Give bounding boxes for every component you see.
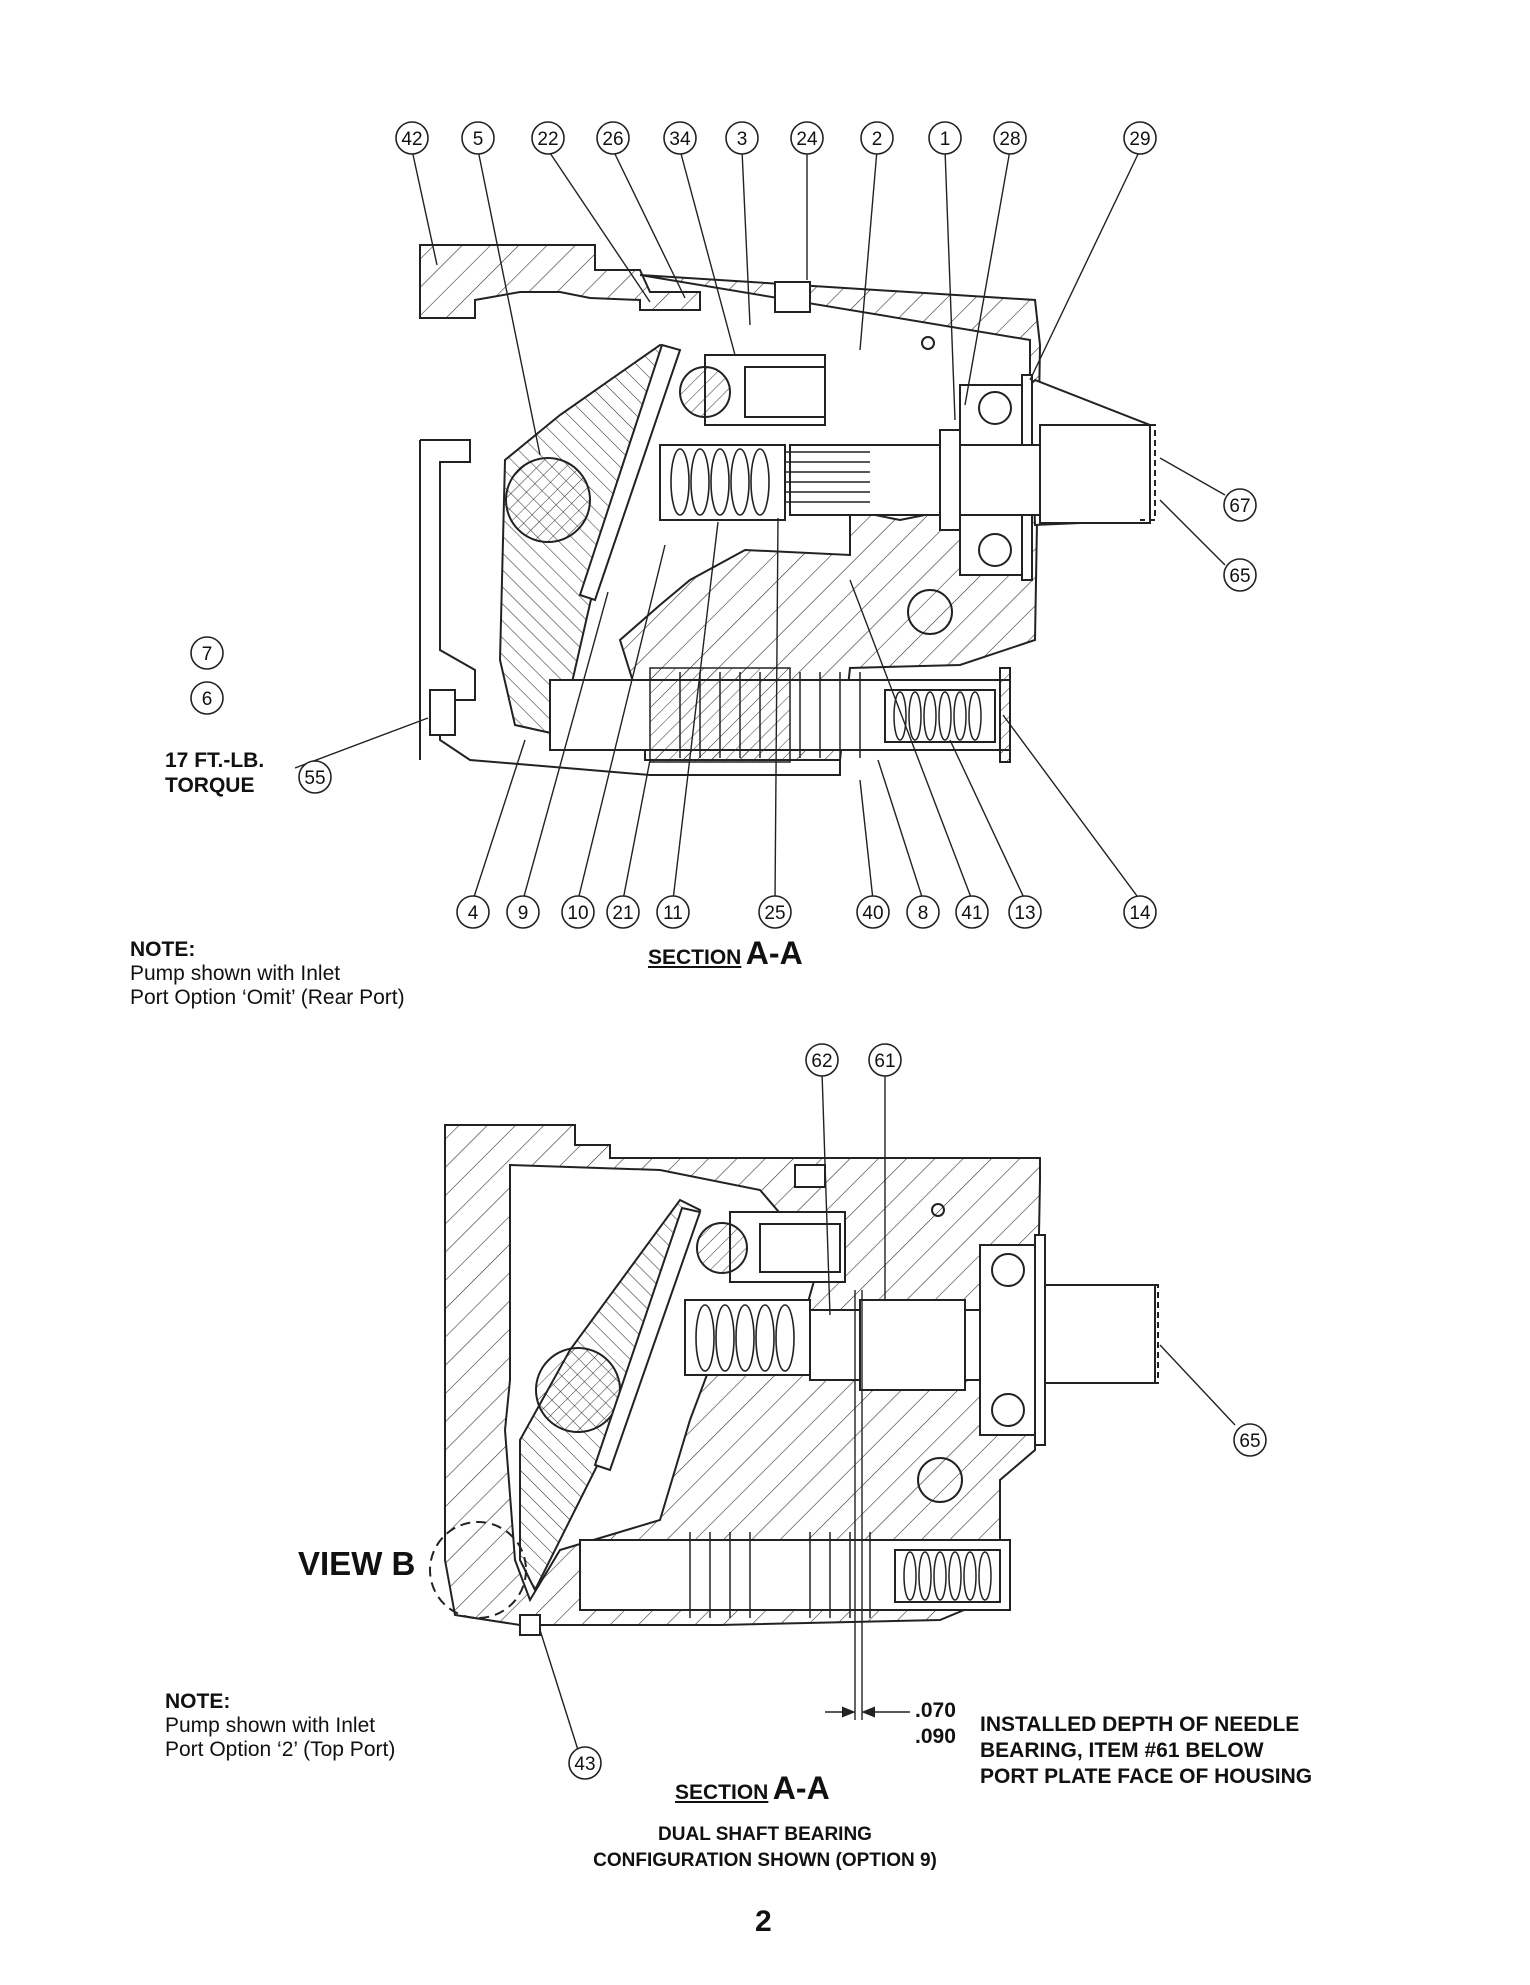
svg-text:10: 10 — [567, 903, 588, 924]
svg-text:65: 65 — [1239, 1431, 1260, 1452]
d2-callout-43: 43 — [568, 1746, 602, 1780]
installed-depth-note: INSTALLED DEPTH OF NEEDLE BEARING, ITEM … — [980, 1712, 1312, 1790]
callouts-diagram-2: 62 61 65 43 — [568, 1043, 1267, 1780]
svg-text:8: 8 — [918, 903, 929, 924]
section-prefix-2: SECTION — [675, 1781, 769, 1804]
d1-callout-5: 5 — [461, 121, 495, 155]
svg-text:22: 22 — [537, 129, 558, 150]
d1-callout-55: 55 — [298, 760, 332, 794]
installed-depth-line-1: INSTALLED DEPTH OF NEEDLE — [980, 1713, 1300, 1736]
d1-callout-65: 65 — [1223, 558, 1257, 592]
d1-callout-4: 4 — [456, 895, 490, 929]
svg-text:41: 41 — [961, 903, 982, 924]
d1-callout-24: 24 — [790, 121, 824, 155]
svg-text:34: 34 — [669, 129, 691, 150]
configuration-note: DUAL SHAFT BEARING CONFIGURATION SHOWN (… — [560, 1822, 970, 1874]
svg-text:21: 21 — [612, 903, 633, 924]
d1-callout-26: 26 — [596, 121, 630, 155]
section-title-1: SECTION A-A — [648, 935, 803, 972]
dimension-values: .070 .090 — [915, 1698, 956, 1750]
installed-depth-line-3: PORT PLATE FACE OF HOUSING — [980, 1765, 1313, 1788]
svg-text:65: 65 — [1229, 566, 1250, 587]
svg-text:2: 2 — [872, 129, 883, 150]
svg-text:9: 9 — [518, 903, 529, 924]
svg-text:43: 43 — [574, 1754, 595, 1775]
section-id-2: A-A — [772, 1770, 830, 1806]
d1-callout-22: 22 — [531, 121, 565, 155]
note-2-line-2: Port Option ‘2’ (Top Port) — [165, 1738, 396, 1761]
torque-line-2: TORQUE — [165, 774, 255, 797]
svg-text:42: 42 — [401, 129, 422, 150]
note-1-line-1: Pump shown with Inlet — [130, 962, 341, 985]
leader-lines-1 — [294, 149, 1226, 901]
d1-callout-28: 28 — [993, 121, 1027, 155]
svg-text:1: 1 — [940, 129, 951, 150]
d1-callout-7: 7 — [190, 636, 224, 670]
svg-text:3: 3 — [737, 129, 748, 150]
d1-callout-21: 21 — [606, 895, 640, 929]
d2-callout-61: 61 — [868, 1043, 902, 1077]
note-1-line-2: Port Option ‘Omit’ (Rear Port) — [130, 986, 405, 1009]
d1-callout-9: 9 — [506, 895, 540, 929]
svg-text:25: 25 — [764, 903, 785, 924]
leader-lines-2 — [539, 1071, 1236, 1751]
svg-text:62: 62 — [811, 1051, 832, 1072]
page-number: 2 — [755, 1905, 772, 1938]
note-1-title: NOTE: — [130, 938, 196, 961]
section-id-1: A-A — [745, 935, 803, 971]
svg-text:7: 7 — [202, 644, 213, 665]
dimension-max: .090 — [915, 1725, 956, 1748]
view-b-label: VIEW B — [298, 1545, 416, 1582]
note-2-line-1: Pump shown with Inlet — [165, 1714, 376, 1737]
config-line-1: DUAL SHAFT BEARING — [658, 1824, 872, 1845]
torque-label: 17 FT.-LB. TORQUE — [165, 748, 264, 798]
svg-text:28: 28 — [999, 129, 1020, 150]
note-2: NOTE: Pump shown with Inlet Port Option … — [165, 1690, 395, 1762]
svg-text:14: 14 — [1129, 903, 1151, 924]
svg-text:6: 6 — [202, 689, 213, 710]
d1-callout-8: 8 — [906, 895, 940, 929]
svg-text:61: 61 — [874, 1051, 895, 1072]
d1-callout-14: 14 — [1123, 895, 1157, 929]
svg-text:4: 4 — [468, 903, 479, 924]
d1-callout-41: 41 — [955, 895, 989, 929]
svg-text:67: 67 — [1229, 496, 1250, 517]
d1-callout-67: 67 — [1223, 488, 1257, 522]
note-1: NOTE: Pump shown with Inlet Port Option … — [130, 938, 405, 1010]
svg-text:24: 24 — [796, 129, 818, 150]
svg-text:29: 29 — [1129, 129, 1150, 150]
d2-callout-65: 65 — [1233, 1423, 1267, 1457]
d1-callout-10: 10 — [561, 895, 595, 929]
d1-callout-11: 11 — [656, 895, 690, 929]
svg-text:5: 5 — [473, 129, 484, 150]
section-a-a-diagram-2 — [429, 1124, 1159, 1720]
config-line-2: CONFIGURATION SHOWN (OPTION 9) — [593, 1850, 937, 1871]
d1-callout-1: 1 — [928, 121, 962, 155]
d1-callout-13: 13 — [1008, 895, 1042, 929]
d1-callout-6: 6 — [190, 681, 224, 715]
svg-text:26: 26 — [602, 129, 623, 150]
note-2-title: NOTE: — [165, 1690, 231, 1713]
d1-callout-29: 29 — [1123, 121, 1157, 155]
svg-text:13: 13 — [1014, 903, 1035, 924]
section-a-a-diagram-1 — [419, 244, 1156, 776]
d1-callout-2: 2 — [860, 121, 894, 155]
d1-callout-25: 25 — [758, 895, 792, 929]
d1-callout-34: 34 — [663, 121, 697, 155]
d2-callout-62: 62 — [805, 1043, 839, 1077]
d1-callout-3: 3 — [725, 121, 759, 155]
d1-callout-42: 42 — [395, 121, 429, 155]
installed-depth-line-2: BEARING, ITEM #61 BELOW — [980, 1739, 1264, 1762]
dimension-min: .070 — [915, 1699, 956, 1722]
d1-callout-40: 40 — [856, 895, 890, 929]
svg-text:11: 11 — [663, 903, 683, 924]
svg-text:40: 40 — [862, 903, 883, 924]
section-prefix-1: SECTION — [648, 946, 742, 969]
section-title-2: SECTION A-A — [675, 1770, 830, 1807]
torque-line-1: 17 FT.-LB. — [165, 749, 265, 772]
svg-text:55: 55 — [304, 768, 325, 789]
